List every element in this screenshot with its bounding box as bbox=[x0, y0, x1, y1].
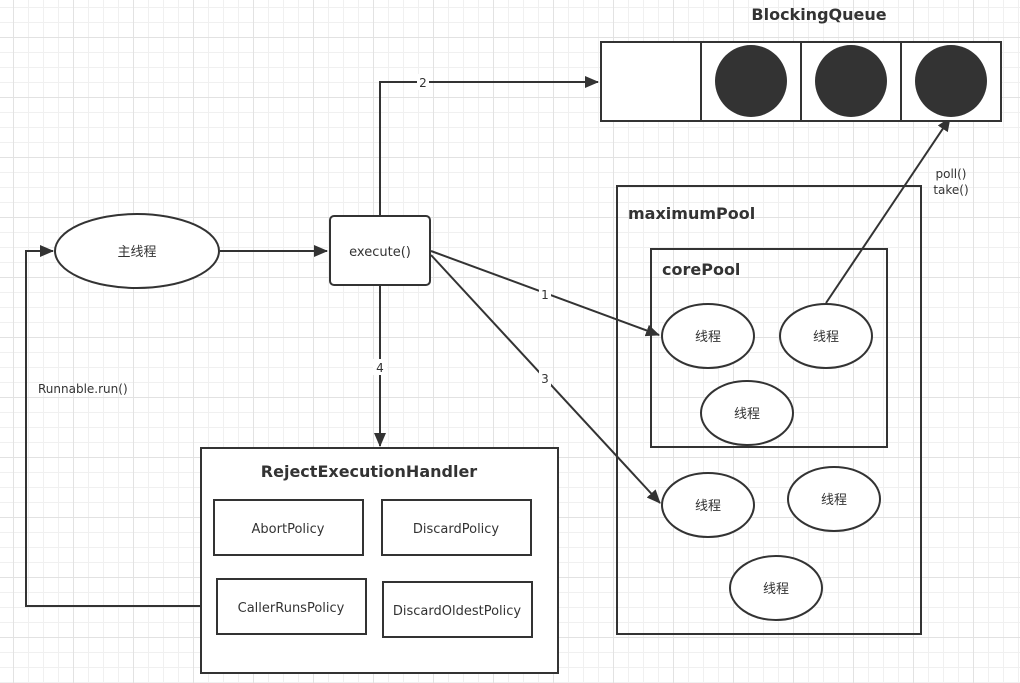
maximum-pool: maximumPool bbox=[616, 185, 922, 635]
discard-policy-label: DiscardPolicy bbox=[413, 522, 500, 537]
edge-callerruns-to-main[interactable] bbox=[25, 245, 217, 607]
maximum-pool-title: maximumPool bbox=[628, 204, 755, 223]
max-pool-thread[interactable]: 线程 bbox=[661, 472, 755, 538]
core-pool-title: corePool bbox=[662, 260, 740, 279]
blocking-queue-title: BlockingQueue bbox=[751, 5, 886, 24]
edge-label-2: 2 bbox=[419, 76, 427, 90]
thread-label: 线程 bbox=[734, 407, 760, 422]
thread-label: 线程 bbox=[821, 493, 847, 508]
edge-label-take: take() bbox=[933, 183, 968, 197]
execute-label: execute() bbox=[349, 245, 411, 260]
reject-handler-frame bbox=[200, 447, 559, 674]
queue-task-item[interactable] bbox=[915, 45, 987, 117]
edge-label-bg bbox=[373, 359, 387, 375]
reject-execution-handler: RejectExecutionHandler bbox=[200, 447, 559, 674]
core-thread[interactable]: 线程 bbox=[779, 303, 873, 369]
core-thread[interactable]: 线程 bbox=[661, 303, 755, 369]
caller-runs-policy-label: CallerRunsPolicy bbox=[238, 601, 345, 616]
maximum-pool-frame bbox=[616, 185, 922, 635]
execute-node[interactable]: execute() bbox=[329, 215, 431, 286]
edge-thread-to-queue[interactable] bbox=[825, 117, 951, 304]
edge-label-bg bbox=[539, 286, 551, 302]
edge-label-4: 4 bbox=[376, 361, 384, 375]
edge-label-runnable-run: Runnable.run() bbox=[38, 382, 128, 396]
thread-label: 线程 bbox=[813, 330, 839, 345]
max-pool-thread[interactable]: 线程 bbox=[729, 555, 823, 621]
abort-policy-label: AbortPolicy bbox=[252, 522, 325, 537]
edge-label-bg bbox=[417, 74, 429, 90]
max-pool-thread[interactable]: 线程 bbox=[787, 466, 881, 532]
discard-oldest-policy[interactable]: DiscardOldestPolicy bbox=[382, 581, 533, 638]
edge-label-1: 1 bbox=[541, 288, 549, 302]
core-pool: corePool bbox=[650, 248, 888, 448]
thread-label: 线程 bbox=[695, 499, 721, 514]
edge-label-poll: poll() bbox=[936, 167, 967, 181]
thread-label: 线程 bbox=[763, 582, 789, 597]
discard-oldest-policy-label: DiscardOldestPolicy bbox=[393, 604, 522, 619]
edge-execute-to-queue[interactable] bbox=[379, 76, 599, 216]
core-thread[interactable]: 线程 bbox=[700, 380, 794, 446]
main-thread-label: 主线程 bbox=[117, 245, 156, 260]
thread-label: 线程 bbox=[695, 330, 721, 345]
blocking-queue bbox=[600, 41, 1002, 122]
queue-task-item[interactable] bbox=[815, 45, 887, 117]
reject-handler-title: RejectExecutionHandler bbox=[261, 462, 478, 481]
main-thread-node[interactable]: 主线程 bbox=[54, 213, 220, 289]
queue-task-item[interactable] bbox=[715, 45, 787, 117]
abort-policy[interactable]: AbortPolicy bbox=[213, 499, 364, 556]
edge-label-3: 3 bbox=[541, 372, 549, 386]
edge-label-bg bbox=[539, 370, 551, 386]
caller-runs-policy[interactable]: CallerRunsPolicy bbox=[216, 578, 367, 635]
discard-policy[interactable]: DiscardPolicy bbox=[381, 499, 532, 556]
core-pool-frame bbox=[650, 248, 888, 448]
